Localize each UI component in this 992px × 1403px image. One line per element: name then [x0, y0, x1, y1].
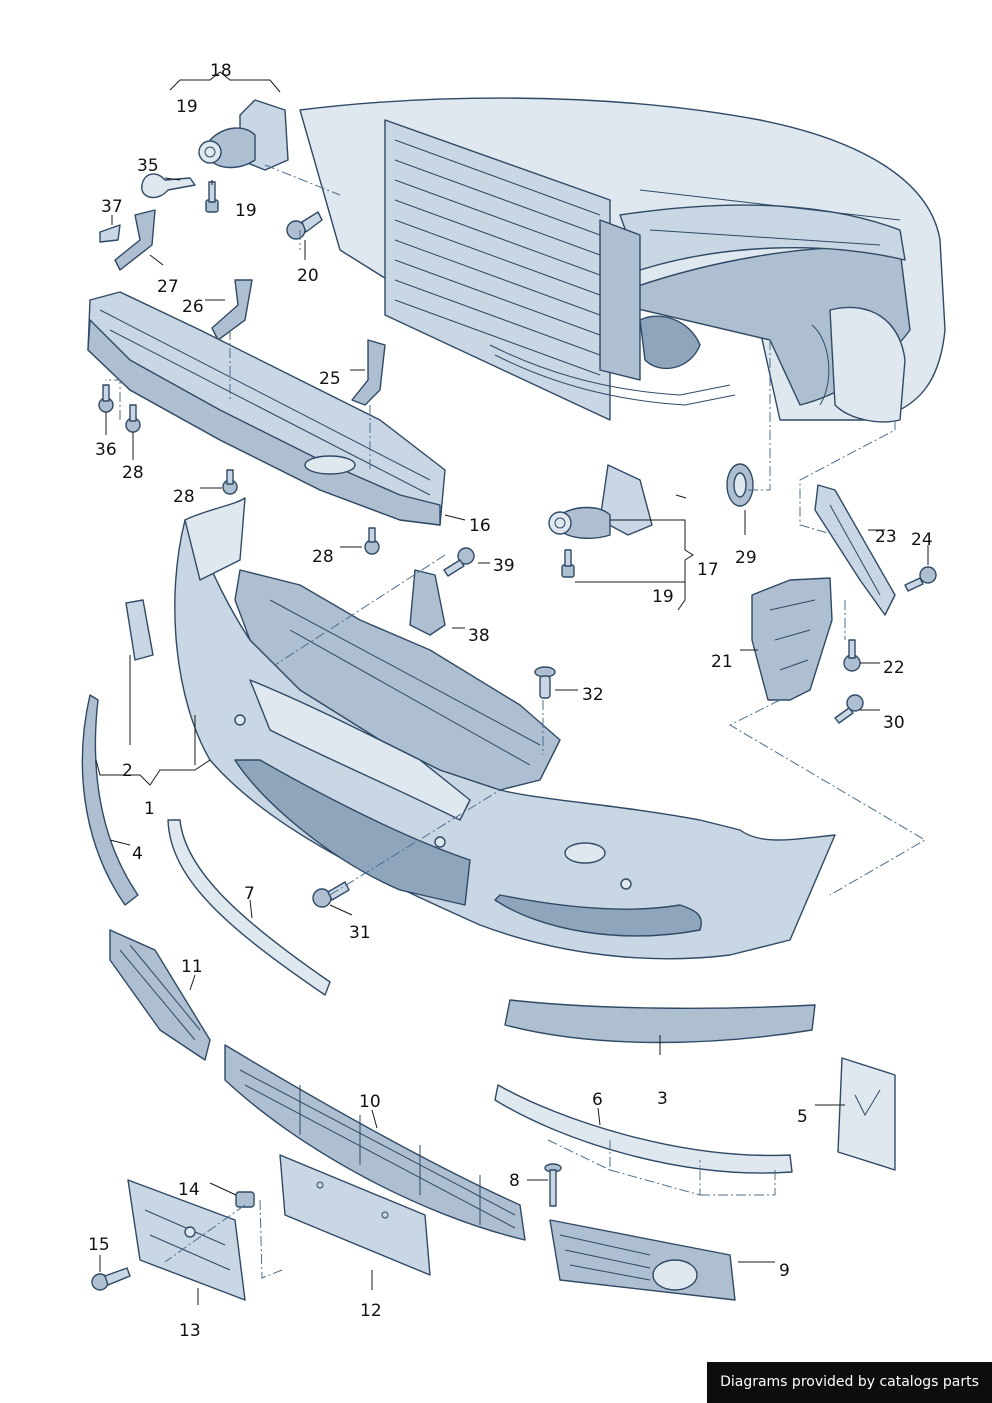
callout-19-right: 19	[652, 587, 674, 607]
callout-13: 13	[179, 1321, 201, 1341]
part-18-bracket	[198, 99, 289, 171]
part-15-screw	[91, 1267, 131, 1291]
callout-15: 15	[88, 1235, 110, 1255]
part-26-bracket	[211, 279, 253, 341]
part-13-plate-holder	[127, 1179, 246, 1301]
callout-37: 37	[101, 197, 123, 217]
part-5-label	[837, 1057, 896, 1171]
callout-14: 14	[178, 1180, 200, 1200]
callout-36: 36	[95, 440, 117, 460]
part-32-clip	[534, 666, 556, 699]
callout-28-left: 28	[122, 463, 144, 483]
callout-25: 25	[319, 369, 341, 389]
part-31-screw	[312, 881, 350, 908]
callout-21: 21	[711, 652, 733, 672]
callout-8: 8	[509, 1171, 520, 1191]
part-10-grille	[224, 1044, 526, 1241]
part-8-rivet	[544, 1163, 562, 1207]
part-1-bumper-cover	[174, 497, 836, 960]
callout-27: 27	[157, 277, 179, 297]
part-16-impact-beam	[87, 291, 446, 526]
callout-2: 2	[122, 761, 133, 781]
part-11-grille	[109, 929, 211, 1061]
part-4-strip	[81, 694, 139, 906]
radiator	[384, 119, 736, 421]
part-7-strip	[167, 819, 331, 996]
callout-5: 5	[797, 1107, 808, 1127]
callout-10: 10	[359, 1092, 381, 1112]
part-3-strip	[504, 999, 816, 1044]
part-20-clip	[286, 211, 323, 240]
part-17-latch	[548, 464, 653, 578]
fender	[811, 306, 906, 423]
part-6-strip	[494, 1084, 793, 1174]
credit-banner: Diagrams provided by catalogs parts	[707, 1362, 992, 1403]
part-24-22-30-screws	[834, 566, 937, 724]
callout-7: 7	[244, 884, 255, 904]
callout-20: 20	[297, 266, 319, 286]
callout-32: 32	[582, 685, 604, 705]
callout-11: 11	[181, 957, 203, 977]
assembly-lines	[105, 164, 926, 1279]
callout-4: 4	[132, 844, 143, 864]
callout-39: 39	[493, 556, 515, 576]
part-37-27-bracket	[99, 209, 156, 271]
callout-labels: 18 19 35 19 37 20 27 26 25 36 28 28 16 2…	[88, 61, 933, 1341]
callout-19-top: 19	[176, 97, 198, 117]
callout-12: 12	[360, 1301, 382, 1321]
callout-38: 38	[468, 626, 490, 646]
part-29-grommet	[726, 463, 754, 507]
part-9-grille	[549, 1219, 736, 1301]
part-36-28-screws	[98, 384, 141, 433]
part-38-bracket	[409, 569, 446, 636]
callout-16: 16	[469, 516, 491, 536]
callout-19-mid: 19	[235, 201, 257, 221]
callout-1: 1	[144, 799, 155, 819]
callout-31: 31	[349, 923, 371, 943]
callout-28-mid: 28	[173, 487, 195, 507]
callout-17: 17	[697, 560, 719, 580]
leader-lines	[95, 71, 929, 1305]
part-28-nuts	[222, 469, 380, 555]
part-23-bracket	[814, 484, 896, 616]
callout-30: 30	[883, 713, 905, 733]
callout-35: 35	[137, 156, 159, 176]
callout-23: 23	[875, 527, 897, 547]
callout-29: 29	[735, 548, 757, 568]
part-12-plate	[279, 1154, 431, 1276]
part-2-tow-cap	[125, 599, 154, 661]
part-21-bracket	[751, 577, 833, 701]
callout-6: 6	[592, 1090, 603, 1110]
callout-26: 26	[182, 297, 204, 317]
callout-9: 9	[779, 1261, 790, 1281]
part-19-screw-top	[205, 181, 219, 213]
part-25-bracket	[351, 339, 386, 406]
callout-28-low: 28	[312, 547, 334, 567]
callout-18: 18	[210, 61, 232, 81]
part-35-cable	[141, 173, 196, 199]
callout-3: 3	[657, 1089, 668, 1109]
callout-22: 22	[883, 658, 905, 678]
part-14-clip	[235, 1191, 255, 1208]
callout-24: 24	[911, 530, 933, 550]
part-39-screw	[443, 547, 475, 577]
